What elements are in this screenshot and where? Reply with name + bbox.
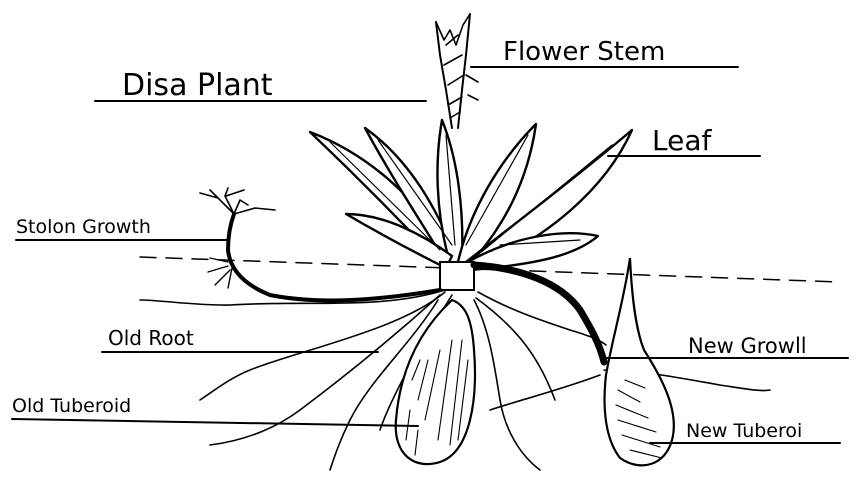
label-old-root: Old Root (108, 326, 194, 350)
old-tuberoid (396, 300, 475, 464)
label-stolon-growth: Stolon Growth (16, 216, 151, 238)
label-new-growth: New Growll (688, 334, 807, 358)
new-growth (605, 258, 674, 465)
label-new-tuberoid: New Tuberoi (686, 420, 802, 442)
flower-stem (436, 14, 478, 128)
label-old-tuberoid: Old Tuberoid (12, 395, 131, 417)
stem-base (440, 262, 474, 290)
label-leaf: Leaf (652, 124, 712, 157)
label-flower-stem: Flower Stem (503, 37, 665, 67)
leader-old-tuberoid (12, 419, 418, 426)
plant-leaves (310, 120, 632, 270)
new-growth-shoot (474, 265, 604, 362)
diagram-title: Disa Plant (122, 68, 273, 103)
